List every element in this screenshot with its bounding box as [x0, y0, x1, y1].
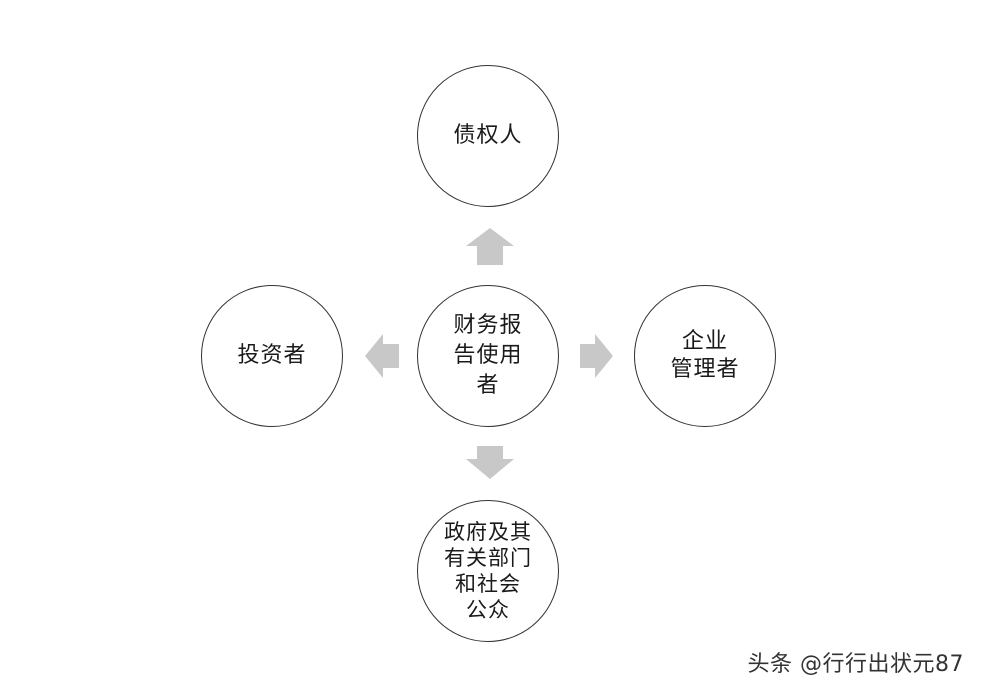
- node-creditors-label: 债权人: [453, 123, 523, 148]
- arrow-down-icon: [466, 446, 514, 479]
- node-financial-report-users: 财务报 告使用 者: [417, 285, 559, 427]
- node-enterprise-managers-label: 企业 管理者: [670, 329, 740, 382]
- node-enterprise-managers: 企业 管理者: [634, 285, 776, 427]
- node-financial-report-users-label: 财务报 告使用 者: [453, 313, 523, 398]
- node-creditors: 债权人: [417, 65, 559, 207]
- node-investors: 投资者: [201, 285, 343, 427]
- arrow-up-icon: [466, 228, 514, 265]
- node-investors-label: 投资者: [237, 343, 307, 368]
- node-government-and-public: 政府及其 有关部门 和社会 公众: [417, 500, 559, 642]
- arrow-right-icon: [580, 334, 613, 378]
- watermark-text: 头条 @行行出状元87: [747, 652, 964, 677]
- node-government-and-public-label: 政府及其 有关部门 和社会 公众: [444, 520, 532, 622]
- arrow-left-icon: [365, 334, 399, 378]
